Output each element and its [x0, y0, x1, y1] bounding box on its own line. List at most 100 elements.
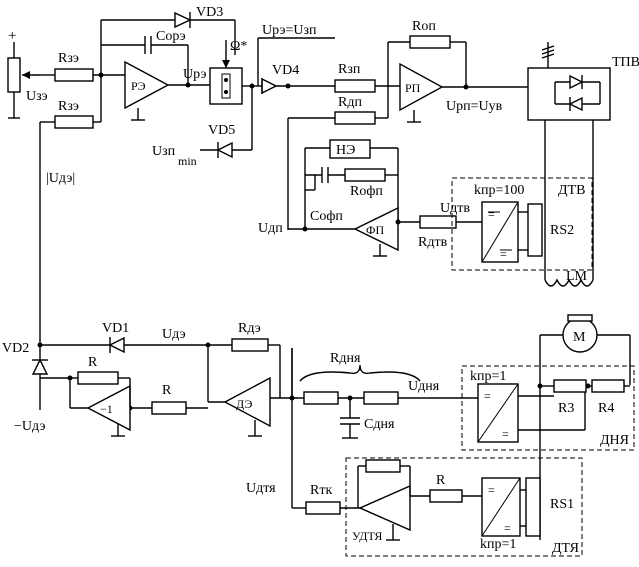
re-label: РЭ	[131, 79, 146, 93]
tpv-thyristor-converter	[527, 42, 611, 121]
r-dtv-resistor	[419, 215, 457, 229]
r4-label: R4	[598, 401, 614, 416]
dtv-isolator	[481, 201, 519, 263]
r-de-resistor	[231, 338, 269, 352]
fp-opamp	[353, 206, 399, 257]
neg-u-de-label: −Uдэ	[14, 419, 46, 434]
r-udtya-label: R	[436, 473, 446, 488]
r-inv-label: R	[88, 355, 98, 370]
dtya-eq2: =	[504, 521, 511, 535]
u-dp-label: Uдп	[258, 221, 283, 236]
r3-resistor	[553, 379, 587, 393]
dtya-eq1: =	[488, 483, 495, 497]
dnya-eq1: =	[484, 389, 491, 403]
vd5-diode	[216, 141, 233, 159]
r-ze-top-resistor	[54, 68, 94, 82]
rp-regulator-opamp	[399, 62, 444, 123]
re-regulator-opamp	[124, 60, 170, 121]
u-re-eq-label: Uрэ=Uзп	[262, 23, 317, 38]
omega-label: Ω*	[230, 39, 247, 54]
inv-label: −1	[100, 402, 113, 416]
c-ore-label: Cорэ	[156, 29, 186, 44]
dtv-eq1: =	[488, 207, 495, 221]
dtya-isolator	[481, 477, 521, 537]
r-mid-resistor	[151, 401, 187, 415]
fp-label: ФП	[366, 223, 384, 237]
r-dnya-1-resistor	[303, 391, 339, 405]
r-op-resistor	[409, 35, 451, 49]
u-dtya-label: Uдтя	[246, 481, 276, 496]
r-udtya-input-resistor	[429, 489, 463, 503]
vd3-label: VD3	[196, 5, 223, 20]
c-ofp-label: Cофп	[310, 209, 343, 224]
u-ze-label: Uзэ	[26, 89, 48, 104]
u-re-label: Uрэ	[183, 67, 206, 82]
u-dnya-label: Uдня	[408, 379, 440, 394]
vd4-diode	[261, 77, 278, 95]
dtv-label: ДТВ	[558, 183, 585, 198]
r-ze-bottom-label: Rзэ	[58, 99, 79, 114]
r-zp-resistor	[334, 79, 376, 93]
r-dp-label: Rдп	[338, 95, 362, 110]
r4-resistor	[591, 379, 625, 393]
k-pr-100-label: kпр=100	[474, 183, 524, 198]
u-zp-min-label: Uзп	[152, 144, 176, 159]
r-dnya-2-resistor	[363, 391, 399, 405]
r-tk-label: Rтк	[310, 483, 332, 498]
r3-label: R3	[558, 401, 574, 416]
ne-block	[329, 139, 371, 159]
de-label: ДЭ	[236, 397, 252, 411]
dtv-sensor-box	[451, 177, 593, 271]
vd2-diode	[31, 358, 49, 375]
dtya-sensor-box	[345, 457, 583, 557]
rp-label: РП	[405, 81, 421, 95]
u-rp-eq-label: Uрп=Uув	[446, 99, 503, 114]
r-dnya-label: Rдня	[330, 351, 361, 366]
vd1-diode	[108, 336, 125, 354]
u-dtv-label: Uдтв	[440, 201, 470, 216]
lm-label: LM	[566, 269, 588, 284]
vd4-label: VD4	[272, 63, 299, 78]
vd1-label: VD1	[102, 321, 129, 336]
r-de-label: Rдэ	[238, 321, 261, 336]
dnya-label: ДНЯ	[600, 433, 629, 448]
vd2-label: VD2	[2, 341, 29, 356]
k-pr-1a-label: kпр=1	[470, 369, 506, 384]
c-dnya-label: Cдня	[364, 417, 395, 432]
r-dtv-label: Rдтв	[418, 235, 448, 250]
vd3-diode	[174, 11, 192, 29]
u-de-abs-label: |Uдэ|	[46, 171, 75, 186]
setpoint-potentiometer	[7, 42, 40, 119]
de-opamp	[223, 376, 271, 437]
r-mid-label: R	[162, 383, 172, 398]
rs1-shunt	[525, 477, 541, 537]
dtv-eq2: =	[500, 247, 507, 261]
inverter-opamp	[86, 384, 131, 437]
plus-label: +	[8, 28, 16, 44]
udtya-feedback-resistor	[365, 459, 401, 473]
r-op-label: Rоп	[412, 19, 436, 34]
dtya-label: ДТЯ	[552, 541, 579, 556]
k-pr-1b-label: kпр=1	[480, 537, 516, 552]
r-ofp-resistor	[344, 168, 386, 182]
dnya-eq2: =	[502, 427, 509, 441]
ne-label: НЭ	[336, 143, 355, 158]
r-zp-label: Rзп	[338, 62, 361, 77]
r-ofp-label: Rофп	[350, 184, 383, 199]
r-ze-bottom-resistor	[54, 115, 94, 129]
motor-label: M	[573, 330, 586, 345]
vd5-label: VD5	[208, 123, 235, 138]
rs2-label: RS2	[550, 223, 574, 238]
r-ze-top-label: Rзэ	[58, 51, 79, 66]
u-zp-min-sub: min	[178, 154, 197, 168]
lm-field-winding	[544, 278, 594, 287]
rs2-shunt	[527, 203, 543, 257]
r-dp-resistor	[334, 111, 376, 125]
rs1-label: RS1	[550, 497, 574, 512]
u-de-label: Uдэ	[162, 327, 186, 342]
udtya-opamp	[358, 484, 411, 541]
udtya-label: УДТЯ	[352, 529, 382, 543]
dnya-isolator	[477, 383, 519, 443]
